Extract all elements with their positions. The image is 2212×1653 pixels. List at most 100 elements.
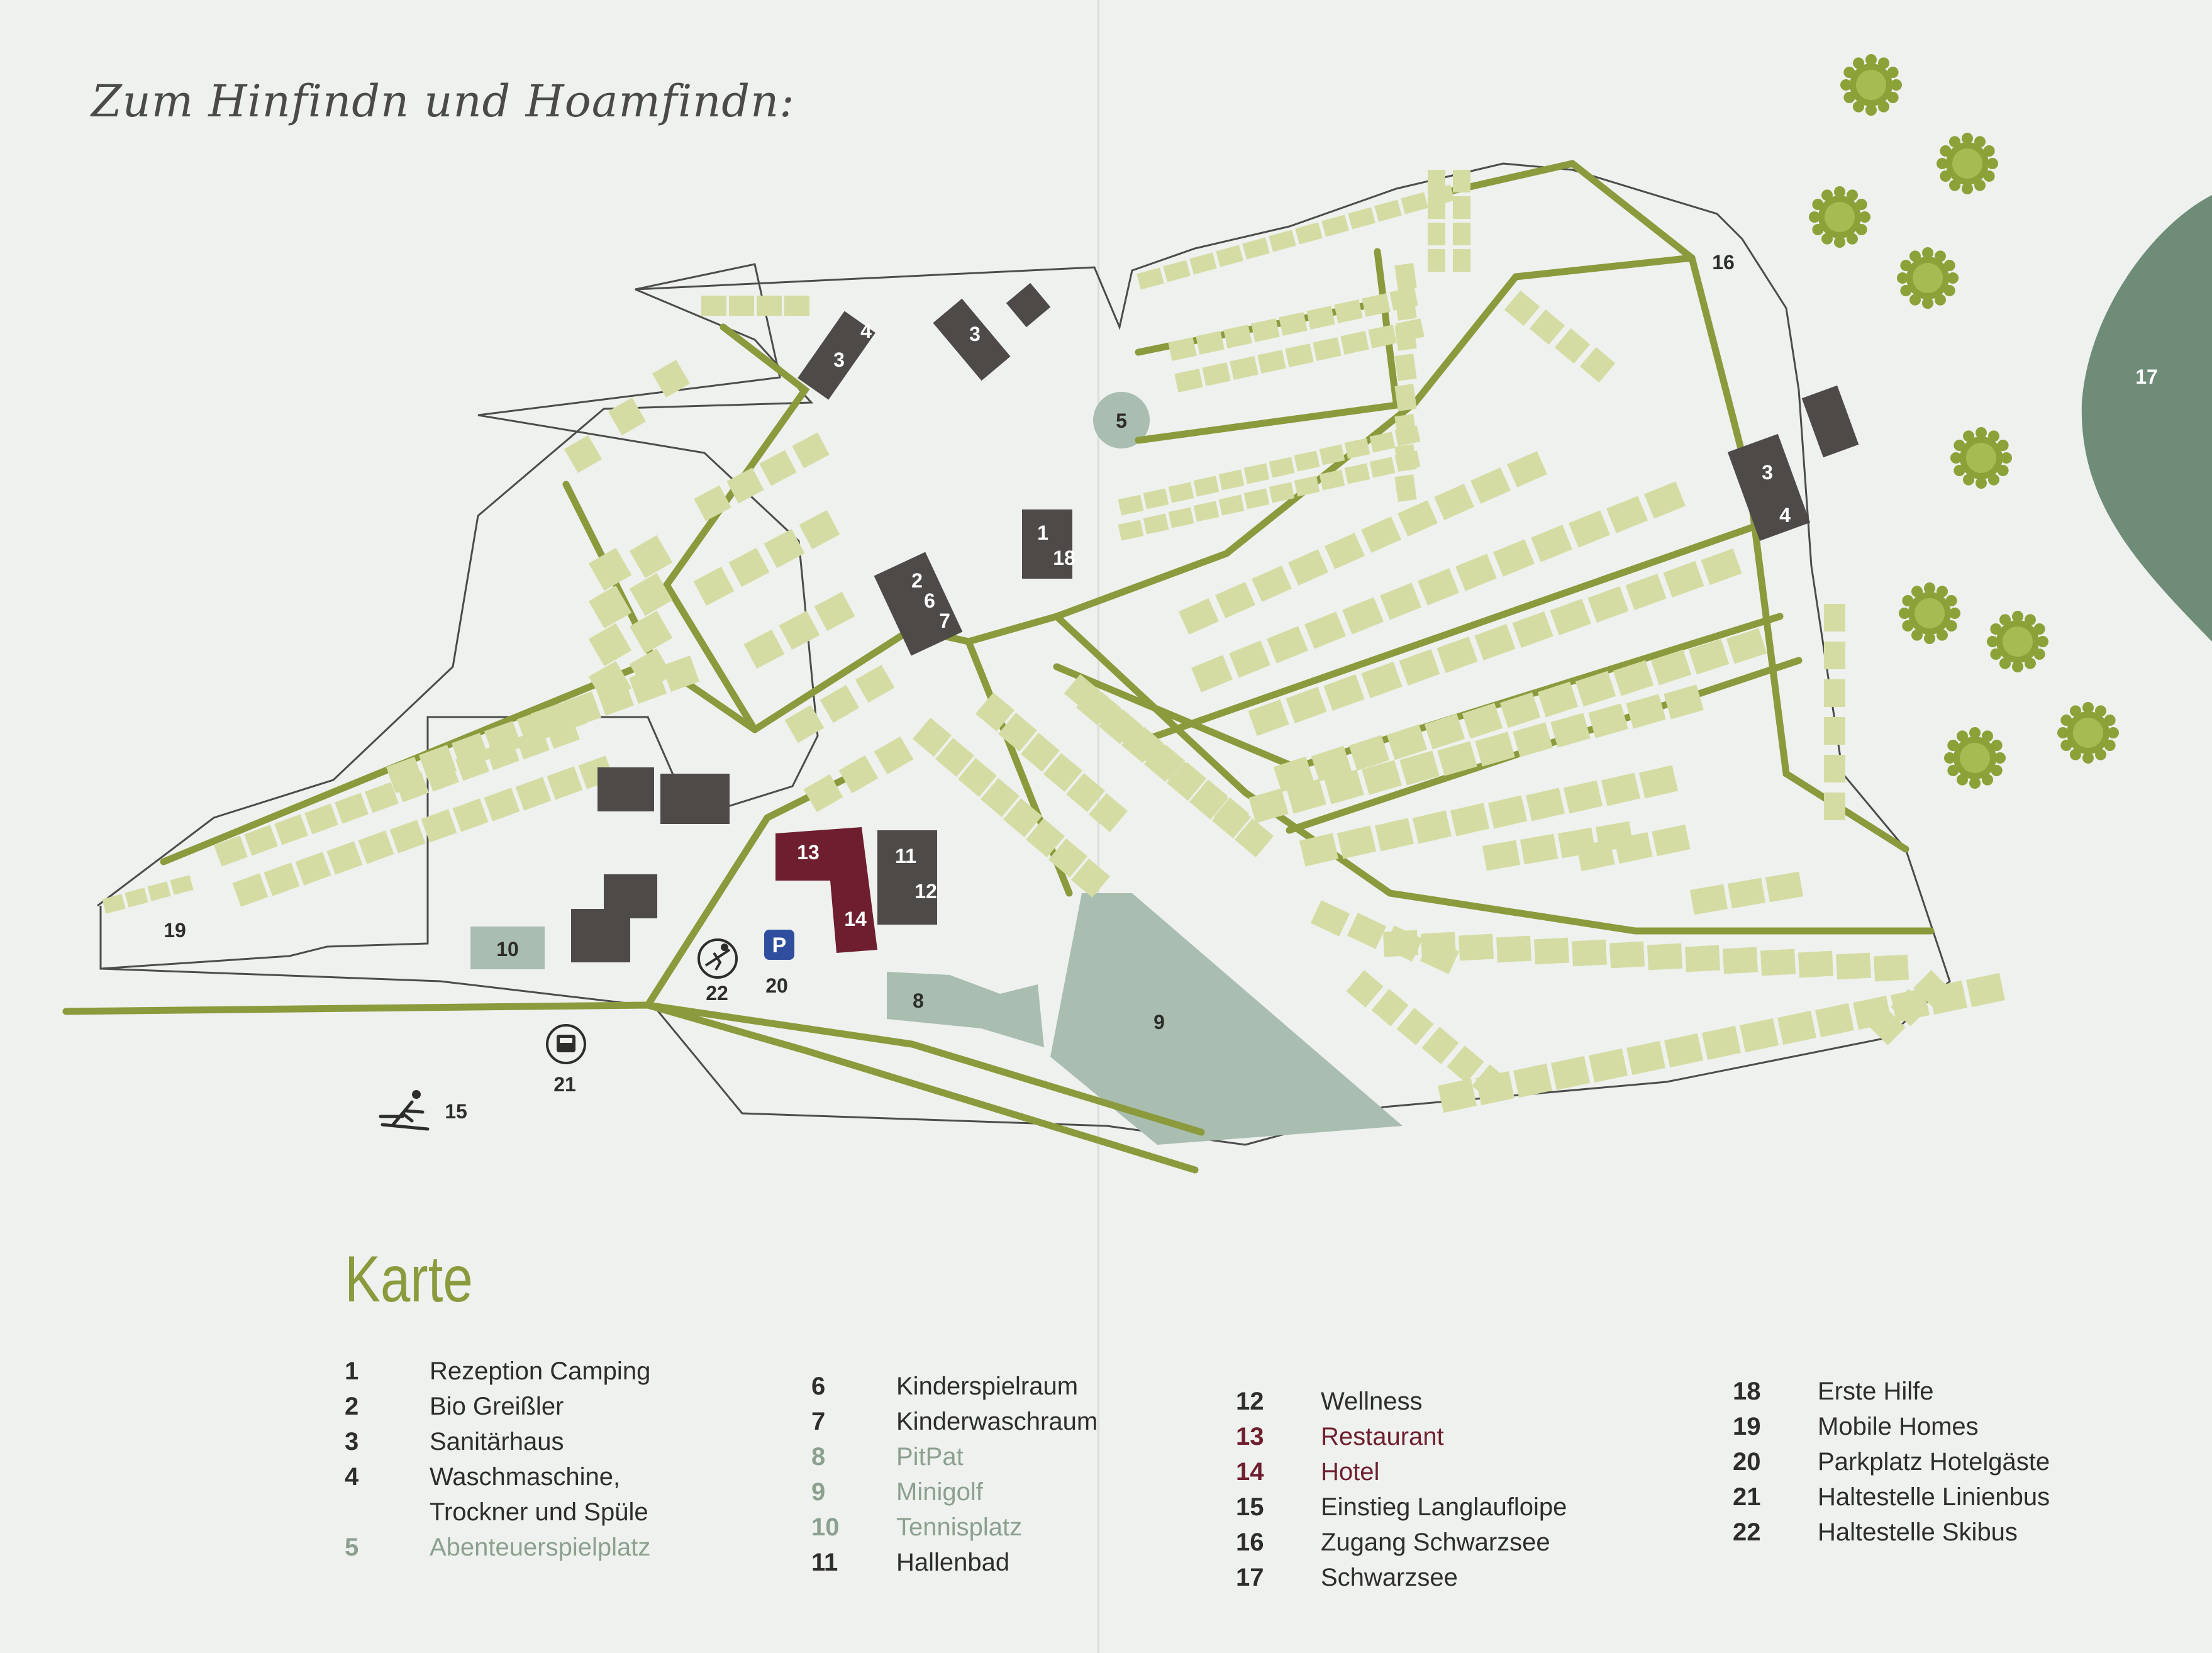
pitch bbox=[421, 809, 457, 843]
pitch bbox=[1399, 750, 1440, 786]
pitch bbox=[1294, 476, 1320, 497]
pitch bbox=[1453, 249, 1470, 272]
pitch bbox=[1269, 230, 1296, 252]
pitch bbox=[1437, 637, 1478, 673]
pitch bbox=[335, 793, 369, 824]
ski-bus-icon bbox=[698, 938, 738, 979]
pitch bbox=[1163, 260, 1191, 282]
pitch bbox=[244, 825, 278, 856]
legend-item-label: Tennisplatz bbox=[896, 1513, 1023, 1541]
pitch bbox=[1361, 662, 1403, 698]
pitch bbox=[1815, 1003, 1854, 1038]
pitch bbox=[1043, 753, 1082, 792]
label-access-16: 16 bbox=[1712, 251, 1735, 274]
label-sanitar-c-4: 4 bbox=[1779, 504, 1791, 526]
pitch bbox=[1722, 947, 1759, 974]
pitch bbox=[1321, 214, 1349, 237]
legend-item-number: 12 bbox=[1236, 1388, 1264, 1415]
pitch bbox=[1626, 694, 1666, 729]
pitch bbox=[1652, 824, 1691, 857]
pitch bbox=[998, 713, 1037, 752]
pitch bbox=[1537, 681, 1579, 718]
pitch bbox=[1650, 649, 1692, 686]
pitch bbox=[1727, 877, 1766, 909]
legend-item-label: Waschmaschine, bbox=[430, 1463, 621, 1491]
pitch bbox=[1453, 196, 1470, 219]
pitch bbox=[981, 778, 1020, 817]
pitch bbox=[1470, 467, 1511, 504]
label-mobile-homes-19: 19 bbox=[164, 919, 186, 942]
pitch bbox=[295, 852, 331, 886]
pitch bbox=[1021, 733, 1060, 772]
legend-item-number: 13 bbox=[1236, 1423, 1264, 1450]
pitch bbox=[1824, 793, 1845, 820]
pitch bbox=[1513, 722, 1553, 757]
legend-title: Karte bbox=[345, 1243, 473, 1316]
pitch bbox=[102, 894, 126, 914]
pitch bbox=[629, 535, 673, 579]
service-building-3 bbox=[571, 874, 657, 962]
pitch bbox=[652, 359, 691, 398]
hotel-building bbox=[775, 827, 877, 953]
legend-item-number: 19 bbox=[1733, 1413, 1761, 1440]
pitch bbox=[1191, 655, 1233, 693]
pitch bbox=[1337, 825, 1377, 859]
pitch bbox=[1421, 1027, 1459, 1064]
pitch bbox=[1476, 1071, 1514, 1106]
pitch bbox=[588, 660, 632, 704]
legend-item-label: Restaurant bbox=[1321, 1423, 1444, 1450]
pitch bbox=[1550, 599, 1591, 635]
pitch bbox=[1304, 611, 1346, 649]
pitch bbox=[1453, 170, 1470, 192]
pitch bbox=[1382, 930, 1419, 957]
pitch bbox=[759, 450, 797, 486]
pitch bbox=[1248, 699, 1289, 736]
legend-item-label: Erste Hilfe bbox=[1818, 1378, 1934, 1405]
pitch bbox=[1342, 597, 1384, 635]
pitch bbox=[693, 566, 735, 606]
pitch bbox=[125, 888, 148, 908]
pitch bbox=[1453, 223, 1470, 245]
pitch bbox=[386, 757, 425, 793]
legend-item-number: 7 bbox=[811, 1408, 826, 1435]
reception-building bbox=[1022, 509, 1072, 579]
pitch bbox=[1798, 950, 1834, 978]
pitch bbox=[1765, 871, 1804, 903]
cross-country-ski-icon bbox=[379, 1090, 430, 1131]
legend-item-number: 10 bbox=[811, 1513, 840, 1541]
pitch bbox=[232, 873, 269, 907]
pitch bbox=[1348, 207, 1376, 230]
legend-item-number: 21 bbox=[1733, 1483, 1761, 1511]
pitch bbox=[764, 528, 805, 569]
pitch bbox=[1644, 481, 1686, 519]
pitch bbox=[1647, 943, 1683, 971]
pitch bbox=[1252, 565, 1292, 602]
pitch bbox=[1089, 793, 1128, 832]
path-east-loop bbox=[1053, 613, 1935, 935]
sanitary-building-b bbox=[933, 298, 1011, 381]
legend-item-label: Mobile Homes bbox=[1818, 1413, 1979, 1440]
pitch bbox=[418, 745, 457, 781]
pitch bbox=[820, 684, 860, 723]
pitch bbox=[1273, 756, 1314, 793]
legend-item-label: Wellness bbox=[1321, 1388, 1423, 1415]
pitch bbox=[1371, 989, 1409, 1027]
pitch bbox=[1174, 369, 1203, 392]
pitch bbox=[1664, 1033, 1703, 1068]
pitch bbox=[792, 432, 830, 469]
legend-item-number: 22 bbox=[1733, 1518, 1761, 1546]
pitch bbox=[1229, 640, 1270, 678]
pitch bbox=[1394, 263, 1417, 291]
pitch bbox=[1760, 949, 1796, 976]
label-greissler-7: 7 bbox=[939, 609, 950, 632]
pitch bbox=[1170, 762, 1207, 798]
pitch bbox=[1310, 900, 1350, 937]
pitch bbox=[1223, 325, 1252, 348]
pitch bbox=[1348, 735, 1390, 771]
legend-item-number: 14 bbox=[1236, 1458, 1264, 1486]
label-lake-17: 17 bbox=[2135, 365, 2158, 388]
label-hotel-14: 14 bbox=[844, 908, 867, 930]
pitch bbox=[1218, 494, 1245, 516]
pitch bbox=[1362, 760, 1402, 795]
label-pool-11: 11 bbox=[895, 845, 916, 867]
